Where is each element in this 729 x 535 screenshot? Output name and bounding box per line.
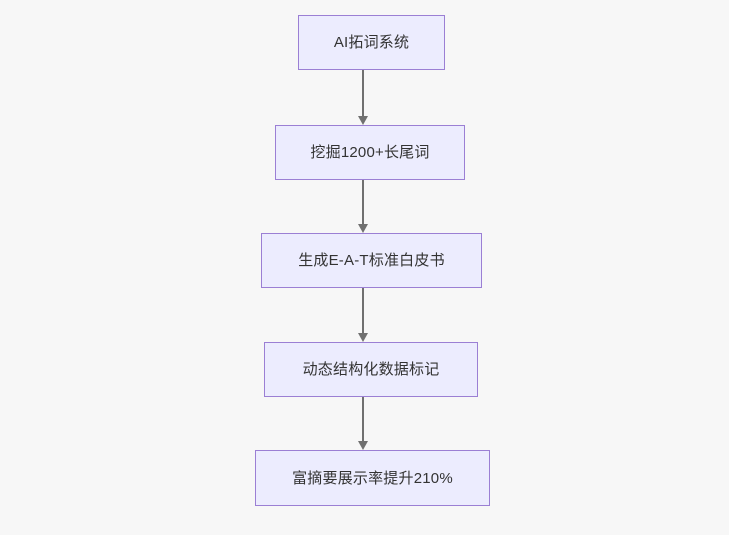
arrowhead-icon bbox=[358, 333, 368, 342]
flow-connector-4 bbox=[358, 397, 368, 450]
flow-node-label: 挖掘1200+长尾词 bbox=[310, 144, 430, 161]
arrowhead-icon bbox=[358, 116, 368, 125]
connector-line bbox=[362, 70, 364, 117]
flow-node-label: 动态结构化数据标记 bbox=[302, 361, 440, 378]
flow-node-label: AI拓词系统 bbox=[333, 34, 410, 51]
flow-connector-3 bbox=[358, 288, 368, 342]
flow-node-dynamic-structured-data-markup[interactable]: 动态结构化数据标记 bbox=[264, 342, 478, 397]
connector-line bbox=[362, 397, 364, 442]
arrowhead-icon bbox=[358, 224, 368, 233]
connector-line bbox=[362, 180, 364, 225]
arrowhead-icon bbox=[358, 441, 368, 450]
flow-connector-2 bbox=[358, 180, 368, 233]
flow-node-ai-keyword-system[interactable]: AI拓词系统 bbox=[298, 15, 445, 70]
flow-node-rich-snippet-impression-uplift[interactable]: 富摘要展示率提升210% bbox=[255, 450, 490, 506]
flow-node-label: 富摘要展示率提升210% bbox=[292, 469, 453, 487]
flow-connector-1 bbox=[358, 70, 368, 125]
flow-node-generate-eat-whitepaper[interactable]: 生成E-A-T标准白皮书 bbox=[261, 233, 482, 288]
flow-node-label: 生成E-A-T标准白皮书 bbox=[298, 252, 445, 269]
connector-line bbox=[362, 288, 364, 334]
flow-node-mine-longtail-keywords[interactable]: 挖掘1200+长尾词 bbox=[275, 125, 465, 180]
